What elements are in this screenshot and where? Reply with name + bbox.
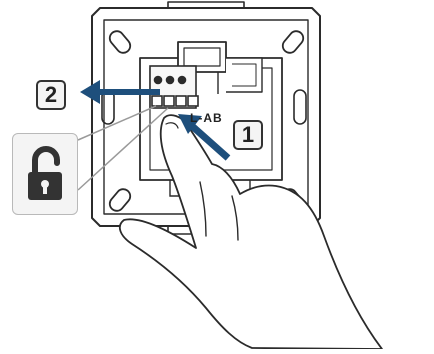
keyhole-right [293, 89, 307, 125]
callout-lines [77, 105, 169, 191]
unlock-callout-box [12, 133, 78, 215]
step-badge-2: 2 [36, 80, 66, 110]
padlock-open-icon [28, 146, 62, 200]
screw-slot-top-left [108, 30, 132, 54]
screw-slot-top-right [281, 30, 305, 54]
pull-arrow [80, 80, 160, 104]
terminal-block [149, 65, 199, 109]
push-arrow [178, 114, 231, 161]
screw-slot-bottom-left [108, 188, 132, 212]
step-badge-1: 1 [233, 120, 263, 150]
terminal-marking-label: L-AB [190, 111, 223, 125]
